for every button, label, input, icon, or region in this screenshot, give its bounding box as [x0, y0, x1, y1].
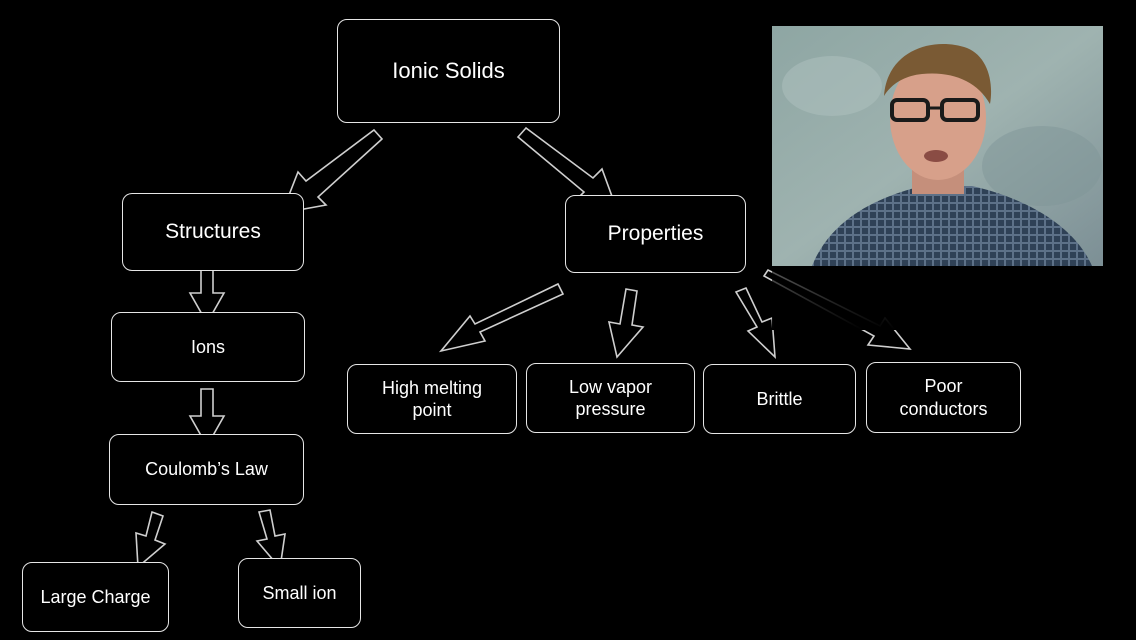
node-label: Coulomb’s Law — [145, 459, 268, 480]
node-small-ion: Small ion — [238, 558, 361, 628]
node-structures: Structures — [122, 193, 304, 271]
node-brittle: Brittle — [703, 364, 856, 434]
arrow-ions-to-coulomb — [188, 388, 226, 448]
node-coulombs-law: Coulomb’s Law — [109, 434, 304, 505]
node-label-line2: conductors — [899, 398, 988, 419]
node-ions: Ions — [111, 312, 305, 382]
node-label: Ionic Solids — [392, 58, 505, 84]
node-label-line2: pressure — [575, 399, 646, 419]
node-label-line1: Brittle — [756, 388, 803, 409]
node-label: Ions — [190, 336, 226, 357]
arrow-properties-to-brittle — [734, 286, 776, 360]
node-high-melting-point: High melting point — [347, 364, 517, 434]
node-low-vapor-pressure: Low vapor pressure — [526, 363, 695, 433]
node-label: Large Charge — [40, 586, 151, 607]
node-label: Small ion — [262, 582, 337, 603]
presenter-video — [772, 26, 1103, 330]
node-label-line1: Poor — [924, 376, 963, 396]
node-poor-conductors: Poor conductors — [866, 362, 1021, 433]
arrow-coulomb-to-large-charge — [135, 510, 167, 569]
node-label-line2: point — [412, 400, 452, 420]
node-label: Properties — [607, 221, 704, 245]
node-properties: Properties — [565, 195, 746, 273]
node-ionic-solids: Ionic Solids — [337, 19, 560, 123]
node-label-line1: Low vapor — [568, 376, 653, 397]
node-label: Structures — [165, 219, 261, 243]
arrow-coulomb-to-small-ion — [255, 509, 286, 570]
arrow-root-to-structures — [280, 128, 384, 215]
arrow-properties-to-high-melting — [438, 282, 565, 353]
node-large-charge: Large Charge — [22, 562, 169, 632]
presenter-image — [772, 26, 1103, 330]
node-label-line1: High melting — [381, 377, 483, 398]
arrow-properties-to-low-vapor — [607, 288, 645, 359]
